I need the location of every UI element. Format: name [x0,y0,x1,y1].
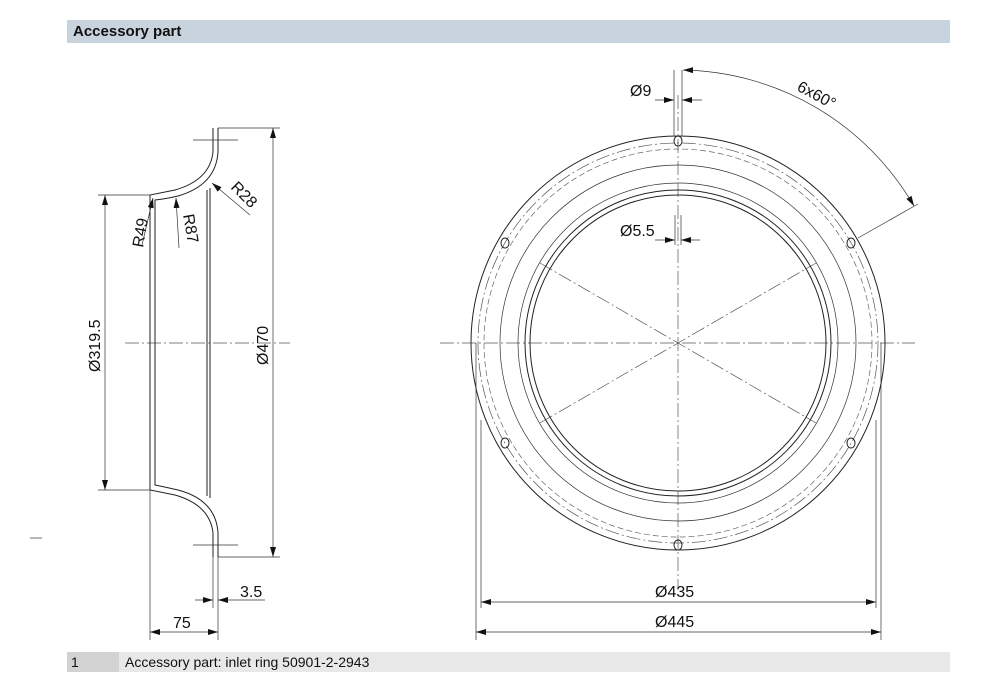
dim-radius-28: R28 [227,179,260,212]
item-description: Accessory part: inlet ring 50901-2-2943 [125,654,370,670]
dim-hole-5-5: Ø5.5 [620,223,655,240]
dim-diameter-435: Ø435 [655,584,694,601]
section-header: Accessory part [67,20,950,43]
dim-thickness: 3.5 [240,584,262,601]
dim-radius-87: R87 [179,213,201,245]
mounting-holes [500,135,856,551]
dim-hole-9: Ø9 [630,83,651,100]
ring-profile-outer [154,128,219,557]
bolt-circle [477,142,879,544]
dim-diameter-445: Ø445 [655,614,694,631]
dim-diameter-319-5: Ø319.5 [87,319,104,372]
ring-profile-inner [149,128,214,557]
front-view: Ø9 Ø5.5 6x60° Ø435 Ø445 [440,67,919,640]
inner-opening [529,194,827,492]
parts-list-row: 1 Accessory part: inlet ring 50901-2-294… [67,652,950,672]
dim-depth: 75 [173,615,191,632]
dim-radius-49: R49 [130,217,152,249]
item-number: 1 [67,652,119,672]
side-view: Ø470 Ø319.5 R49 R87 R28 3.5 75 [87,127,290,640]
dim-diameter-470: Ø470 [255,326,272,365]
